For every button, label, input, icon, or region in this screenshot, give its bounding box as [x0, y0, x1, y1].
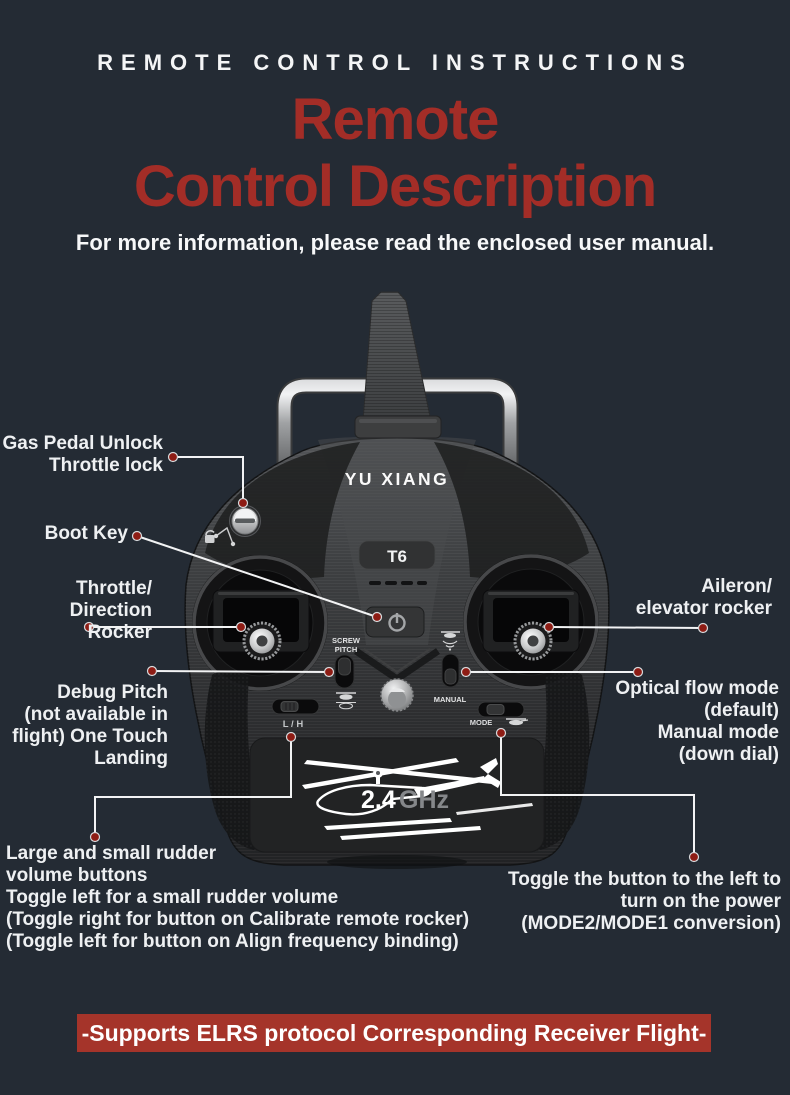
left-stick: [192, 555, 328, 691]
frequency-label: 2.4: [361, 786, 396, 814]
bottom-panel: 2.4 GHz: [249, 737, 545, 853]
annotation-throttle-rocker: Throttle/ Direction Rocker: [69, 578, 152, 643]
annotation-debug-pitch: Debug Pitch (not available in flight) On…: [12, 682, 168, 769]
remote-control-illustration: YU XIANG T6: [184, 291, 610, 869]
annotation-optical-flow: Optical flow mode (default) Manual mode …: [615, 678, 779, 765]
throttle-unlock-knob: [229, 505, 261, 537]
helicopter-icon: [506, 718, 529, 726]
screw-pitch-switch: SCREW PITCH: [332, 636, 361, 710]
optical-flow-icon: [441, 631, 460, 651]
title-line-2: Control Description: [133, 154, 657, 219]
manual-label: MANUAL: [434, 695, 467, 704]
title-line-1: Remote: [291, 87, 500, 152]
trim-knob: [380, 678, 414, 712]
frequency-unit-label: GHz: [399, 786, 449, 814]
footer-banner: -Supports ELRS protocol Corresponding Re…: [77, 1014, 711, 1052]
page-title: Remote Control Description: [0, 86, 790, 220]
mode-toggle: MODE: [470, 701, 529, 727]
manual-switch: MANUAL: [434, 631, 467, 704]
annotation-boot-key: Boot Key: [44, 523, 128, 544]
brand-label: YU XIANG: [345, 469, 450, 489]
antenna: [354, 291, 442, 439]
helicopter-icon: [336, 692, 356, 710]
screw-pitch-label-1: SCREW: [332, 636, 361, 645]
right-stick: [463, 554, 599, 690]
center-groove-highlight: [363, 648, 431, 674]
eyebrow-title: REMOTE CONTROL INSTRUCTIONS: [97, 50, 693, 75]
annotation-rudder-volume: Large and small rudder volume buttons To…: [6, 843, 470, 952]
subtitle: For more information, please read the en…: [75, 230, 715, 255]
lh-label: L / H: [283, 719, 304, 730]
lh-toggle: L / H: [271, 698, 320, 730]
power-icon: [388, 613, 406, 632]
annotation-aileron-rocker: Aileron/ elevator rocker: [635, 576, 772, 619]
mode-label: MODE: [470, 718, 493, 727]
power-button: [365, 606, 425, 638]
annotation-power-toggle: Toggle the button to the left to turn on…: [508, 869, 781, 934]
model-label: T6: [387, 547, 407, 566]
screw-pitch-label-2: PITCH: [335, 645, 358, 654]
annotation-gas-pedal: Gas Pedal Unlock Throttle lock: [2, 433, 163, 476]
